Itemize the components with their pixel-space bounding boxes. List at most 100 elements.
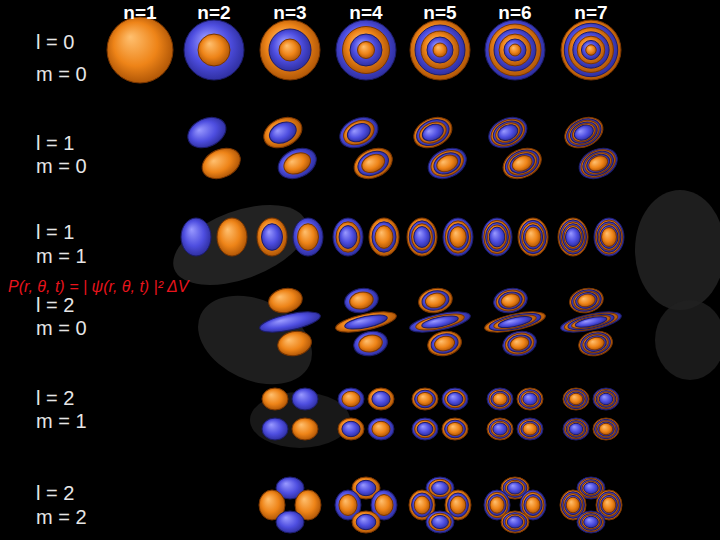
orbital-lobe: [342, 421, 360, 436]
orbital-lobe: [566, 391, 586, 408]
orbital-lobe: [423, 142, 471, 184]
orbital-shell: [494, 29, 536, 71]
column-header: n=5: [423, 2, 456, 24]
orbital: [484, 477, 546, 533]
orbital-lobe: [490, 497, 504, 514]
orbital-lobe: [266, 118, 300, 148]
background-shadow: [163, 189, 720, 448]
orbital-lobe: [568, 422, 585, 436]
orbital-lobe: [525, 227, 541, 247]
orbital: [412, 388, 468, 440]
orbital: [338, 388, 394, 440]
orbital-lobe: [488, 495, 506, 516]
orbital: [409, 111, 471, 184]
orbital-shell: [184, 20, 244, 80]
orbital: [410, 20, 470, 80]
orbital: [335, 111, 397, 184]
column-header: n=3: [273, 2, 306, 24]
orbital-lobe: [560, 220, 587, 254]
orbital-lobe: [563, 224, 584, 251]
orbital-lobe: [497, 314, 532, 330]
orbital-lobe: [597, 222, 621, 252]
column-header: n=1: [123, 2, 156, 24]
orbital-lobe: [354, 146, 392, 180]
orbital-lobe: [523, 423, 537, 435]
orbital-lobe: [507, 516, 522, 528]
orbital: [253, 282, 328, 361]
orbital-lobe: [336, 222, 360, 252]
orbital-lobe: [574, 315, 607, 330]
orbital-lobe: [576, 293, 596, 309]
orbital-lobe: [494, 287, 527, 313]
orbital-lobe: [577, 144, 620, 182]
orbital: [107, 17, 173, 83]
orbital-lobe: [523, 393, 537, 405]
orbital-lobe: [412, 388, 438, 410]
orbital-shell: [564, 23, 617, 76]
orbital-lobe: [583, 334, 607, 354]
orbital-lobe: [584, 516, 599, 527]
orbital-lobe: [493, 312, 538, 332]
orbital-lobe: [582, 481, 600, 495]
orbital-lobe: [518, 218, 548, 256]
orbital-lobe: [484, 220, 510, 253]
orbital-shell: [415, 25, 465, 75]
orbital-lobe: [430, 149, 464, 179]
orbital-lobe: [495, 122, 520, 144]
orbital-lobe: [507, 482, 522, 494]
orbital-lobe: [414, 227, 431, 248]
orbital-lobe: [416, 285, 454, 316]
orbital-lobe: [338, 388, 364, 410]
orbital-lobe: [519, 420, 541, 439]
orbital-lobe: [599, 224, 620, 251]
orbital: [487, 388, 543, 440]
orbital-lobe: [602, 228, 617, 247]
orbital-shell: [569, 28, 614, 73]
orbital-lobe: [339, 495, 357, 516]
orbital-lobe: [259, 111, 307, 153]
orbital-lobe: [565, 116, 603, 150]
orbital: [257, 218, 323, 256]
orbital-lobe: [443, 218, 473, 256]
orbital-lobe: [298, 224, 319, 251]
orbital-lobe: [600, 226, 618, 249]
orbital-lobe: [434, 152, 460, 175]
orbital: [554, 282, 629, 361]
orbital-lobe: [359, 151, 388, 176]
row-label: m = 2: [36, 506, 87, 528]
orbital: [484, 111, 546, 184]
orbital-lobe: [450, 496, 466, 514]
orbital-lobe: [429, 331, 460, 355]
orbital-lobe: [369, 218, 399, 256]
orbital-lobe: [487, 225, 506, 249]
orbital-lobe: [487, 418, 513, 440]
orbital-lobe: [344, 312, 389, 332]
orbital-lobe: [491, 285, 529, 316]
orbital-lobe: [505, 480, 525, 495]
column-header: n=7: [574, 2, 607, 24]
row-label: m = 0: [36, 63, 87, 85]
orbital-lobe: [581, 332, 610, 355]
shadow-lobe: [635, 190, 720, 310]
orbital-lobe: [558, 218, 588, 256]
orbital-lobe: [586, 336, 606, 352]
orbital-lobe: [521, 421, 539, 436]
orbital-lobe: [415, 420, 436, 438]
orbital-lobe: [426, 511, 454, 533]
orbital-lobe: [445, 420, 466, 438]
orbital-lobe: [563, 309, 619, 334]
orbital-shell: [198, 34, 230, 66]
orbital-lobe: [486, 223, 509, 252]
orbital-lobe: [503, 513, 527, 532]
orbital-lobe: [492, 119, 523, 146]
orbital-shell: [577, 36, 605, 64]
orbital-lobe: [349, 142, 397, 184]
orbital-lobe: [262, 388, 288, 410]
orbital-lobe: [276, 511, 304, 533]
orbital-lobe: [293, 218, 323, 256]
orbital-lobe: [572, 289, 601, 312]
column-header: n=2: [197, 2, 230, 24]
orbital-lobe: [571, 313, 612, 331]
orbital-lobe: [356, 480, 376, 495]
